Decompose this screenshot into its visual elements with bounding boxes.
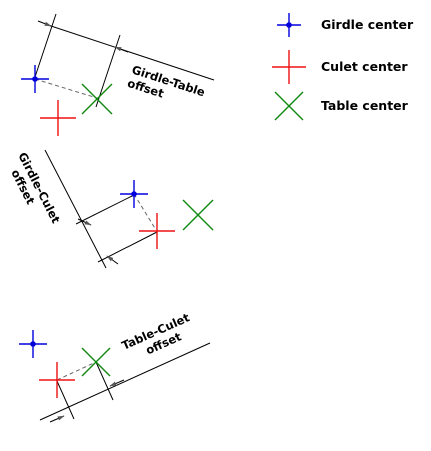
legend-label-girdle: Girdle center [321,17,414,32]
legend: Girdle center Culet center Table center [272,13,414,121]
panel-table-culet: Table-Culet offset [19,310,211,423]
baseline [44,23,215,81]
culet-center-marker [40,100,76,136]
girdle-center-marker [21,65,49,93]
table-center-marker [81,347,111,377]
panel-girdle-table: Girdle-Table offset [21,13,215,136]
extension-line-girdle [75,194,135,225]
extension-line-culet [97,231,158,263]
dim-arrow-left [37,20,52,27]
culet-center-marker [139,213,175,249]
offset-connector [56,361,97,381]
dim-arrow-right [109,379,125,387]
girdle-center-marker [19,330,47,358]
dim-arrow-lower [106,255,119,265]
baseline [44,149,107,269]
baseline [39,342,211,421]
extension-line-table [95,361,114,401]
extension-line-culet [56,380,75,420]
table-center-marker [182,199,214,231]
table-center-marker [81,83,113,115]
dim-arrow-upper [77,218,92,226]
label-table-culet: Table-Culet offset [120,310,193,357]
panel-girdle-culet: Girdle-Culet offset [8,149,214,269]
dim-arrow-left [49,415,65,423]
girdle-center-marker [120,180,148,208]
culet-center-icon [272,50,306,84]
label-girdle-table: Girdle-Table offset [126,63,207,101]
legend-label-table: Table center [321,98,409,113]
legend-label-culet: Culet center [321,59,408,74]
dim-arrow-right [114,46,129,53]
table-center-icon [274,91,304,121]
girdle-center-icon [277,13,301,37]
offset-connector [34,78,98,99]
extension-line-girdle [33,13,57,81]
label-girdle-culet: Girdle-Culet offset [8,150,63,226]
offset-connector [133,193,157,231]
culet-center-marker [39,362,75,398]
